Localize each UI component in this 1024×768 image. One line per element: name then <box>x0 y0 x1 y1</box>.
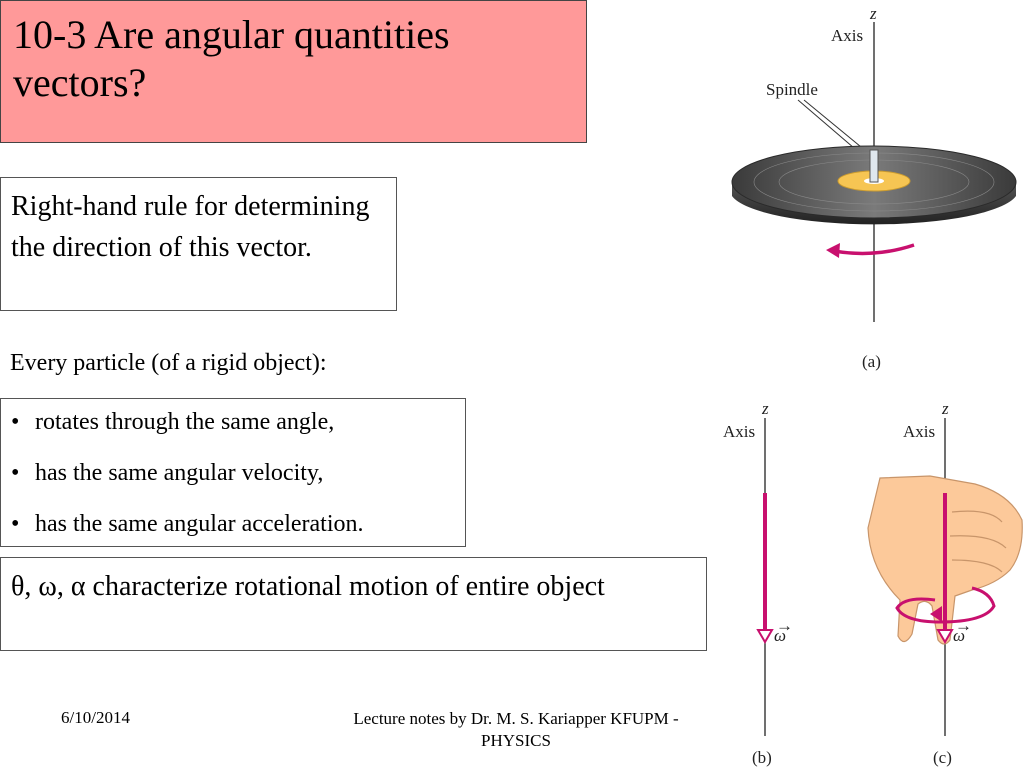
spindle <box>869 149 879 183</box>
vector-arrow-head <box>756 629 774 644</box>
summary-box: θ, ω, α characterize rotational motion o… <box>0 557 707 651</box>
every-particle-text: Every particle (of a rigid object): <box>10 350 327 376</box>
right-hand-rule-text: Right-hand rule for determining the dire… <box>11 191 370 263</box>
bullet-list: •rotates through the same angle, •has th… <box>11 407 455 560</box>
axis-letter: z <box>761 399 769 418</box>
list-item: •has the same angular velocity, <box>11 458 455 509</box>
axis-letter: z <box>869 4 877 23</box>
panel-caption: (b) <box>752 748 772 767</box>
panel-a: z Axis Spindle (a) <box>731 4 1017 371</box>
vector-arrow-icon: → <box>955 616 972 635</box>
footer-date: 6/10/2014 <box>61 708 130 727</box>
panel-caption: (a) <box>862 352 881 371</box>
right-hand-rule-box: Right-hand rule for determining the dire… <box>0 177 397 311</box>
vector-arrow-icon: → <box>776 616 793 635</box>
slide-title: 10-3 Are angular quantities vectors? <box>13 12 450 105</box>
finger-crease <box>951 510 1003 523</box>
rotation-arrow-head <box>930 606 942 622</box>
slide-title-box: 10-3 Are angular quantities vectors? <box>0 0 587 143</box>
rotation-arrow <box>833 243 915 256</box>
panel-caption: (c) <box>933 748 952 767</box>
axis-letter: z <box>941 399 949 418</box>
omega-label: ω <box>953 626 965 645</box>
footer-notes: Lecture notes by Dr. M. S. Kariapper KFU… <box>353 709 679 750</box>
panel-b: z Axis ω → (b) <box>723 399 793 767</box>
bullet-icon: • <box>11 460 20 486</box>
rotation-arrow-head <box>826 243 840 258</box>
spindle-label: Spindle <box>766 80 818 99</box>
omega-label: ω <box>774 626 786 645</box>
summary-text: θ, ω, α characterize rotational motion o… <box>11 571 605 602</box>
axis-label: Axis <box>723 422 755 441</box>
axis-label: Axis <box>831 26 863 45</box>
bullet-icon: • <box>11 511 20 537</box>
bullet-list-box: •rotates through the same angle, •has th… <box>0 398 466 547</box>
panel-c: z Axis ω → (c) <box>867 399 1023 767</box>
list-item: •rotates through the same angle, <box>11 407 455 458</box>
bullet-icon: • <box>11 409 20 435</box>
axis-label: Axis <box>903 422 935 441</box>
finger-crease <box>949 535 1007 549</box>
finger-crease <box>951 559 1003 573</box>
vector-arrow-head <box>936 629 954 644</box>
list-item: •has the same angular acceleration. <box>11 509 455 560</box>
rotation-arrow <box>895 586 996 624</box>
